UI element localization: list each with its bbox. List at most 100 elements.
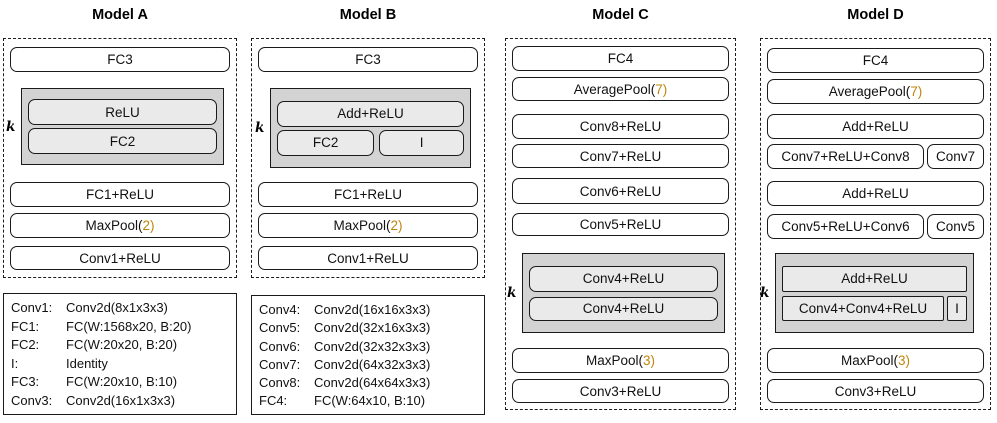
maxpool-c-kernel-size: 3) xyxy=(643,353,656,368)
legend-key: Conv3: xyxy=(11,392,53,408)
layer-box-add-relu-mid-d: Add+ReLU xyxy=(767,181,984,206)
repeat-group-b: k Add+ReLU FC2 I xyxy=(255,88,471,168)
model-d-column: Model D FC4 AveragePool(7) Add+ReLU Conv… xyxy=(760,0,991,410)
layer-box-conv6-c: Conv6+ReLU xyxy=(512,178,729,204)
layer-box-avgpool-d: AveragePool(7) xyxy=(767,79,984,104)
layer-box-fc1-b: FC1+ReLU xyxy=(258,182,478,207)
avgpool-d-kernel-size: 7) xyxy=(910,84,923,99)
layer-box-conv78-d: Conv7+ReLU+Conv8 xyxy=(767,144,924,169)
legend-key: Conv6: xyxy=(259,338,301,354)
avgpool-c-kernel-size: 7) xyxy=(655,81,668,97)
model-a-panel: FC3 k ReLU FC2 FC1+ReLU MaxPool(2) Conv1… xyxy=(3,38,237,278)
legend-value: Conv2d(16x16x3x3) xyxy=(314,302,431,317)
layer-box-relu-a: ReLU xyxy=(28,99,217,125)
layer-box-fc2-a: FC2 xyxy=(28,128,217,154)
legend-key: FC4: xyxy=(259,393,288,409)
legend-row: Conv8: Conv2d(64x64x3x3) xyxy=(259,374,477,392)
legend-box-a: Conv1:Conv2d(8x1x3x3) FC1:FC(W:1568x20, … xyxy=(3,293,237,415)
layer-box-maxpool-a: MaxPool(2) xyxy=(10,213,230,238)
maxpool-a-label: MaxPool( xyxy=(85,218,143,233)
layer-box-fc3-a: FC3 xyxy=(10,47,230,72)
repeat-count-k-label-c: k xyxy=(507,285,517,301)
residual-row-conv56-d: Conv5+ReLU+Conv6 Conv5 xyxy=(767,214,984,239)
repeat-group-box-b: Add+ReLU FC2 I xyxy=(270,88,471,168)
layer-box-conv5-skip-d: Conv5 xyxy=(927,214,984,239)
avgpool-c-label: AveragePool( xyxy=(573,81,656,97)
layer-box-identity-b: I xyxy=(379,129,464,156)
layer-box-conv4-bottom-c: Conv4+ReLU xyxy=(529,296,718,321)
layer-box-fc1-a: FC1+ReLU xyxy=(10,182,230,207)
legend-value: Conv2d(32x16x3x3) xyxy=(314,320,431,336)
layer-box-fc2-b: FC2 xyxy=(277,129,375,156)
layer-box-conv56-d: Conv5+ReLU+Conv6 xyxy=(767,214,924,239)
layer-box-conv1-a: Conv1+ReLU xyxy=(10,246,230,270)
legend-key: Conv5: xyxy=(259,320,301,336)
legend-key: I: xyxy=(11,355,19,371)
layer-box-fc4-d: FC4 xyxy=(767,48,984,73)
legend-value: Conv2d(16x1x3x3) xyxy=(66,392,176,408)
repeat-group-box-c: Conv4+ReLU Conv4+ReLU xyxy=(522,253,725,333)
repeat-group-c: k Conv4+ReLU Conv4+ReLU xyxy=(507,253,725,333)
repeat-count-k-label-d: k xyxy=(760,285,770,301)
residual-branch-row-d: Conv4+Conv4+ReLU I xyxy=(782,295,967,321)
model-b-panel: FC3 k Add+ReLU FC2 I FC1+ReLU MaxPool(2)… xyxy=(251,38,485,278)
model-d-panel: FC4 AveragePool(7) Add+ReLU Conv7+ReLU+C… xyxy=(760,38,991,410)
legend-key: Conv1: xyxy=(11,300,53,315)
legend-value: Conv2d(64x32x3x3) xyxy=(314,356,431,372)
layer-box-add-relu-b: Add+ReLU xyxy=(277,100,464,127)
layer-box-maxpool-c: MaxPool(3) xyxy=(512,348,729,373)
legend-row: Conv5: Conv2d(32x16x3x3) xyxy=(259,319,477,337)
legend-row: I:Identity xyxy=(11,355,229,374)
layer-box-maxpool-d: MaxPool(3) xyxy=(767,348,984,373)
layer-box-conv7-c: Conv7+ReLU xyxy=(512,144,729,168)
layer-box-conv3-c: Conv3+ReLU xyxy=(512,379,729,403)
legend-key: Conv8: xyxy=(259,375,301,391)
legend-row: Conv6:Conv2d(32x32x3x3) xyxy=(259,338,477,356)
layer-box-fc3-b: FC3 xyxy=(258,47,478,72)
legend-value: FC(W:20x20, B:20) xyxy=(66,337,178,353)
residual-row-conv78-d: Conv7+ReLU+Conv8 Conv7 xyxy=(767,144,984,169)
layer-box-identity-d: I xyxy=(947,295,967,321)
model-c-panel: FC4 AveragePool(7) Conv8+ReLU Conv7+ReLU… xyxy=(505,38,736,410)
layer-box-maxpool-b: MaxPool(2) xyxy=(258,213,478,238)
legend-value: Conv2d(8x1x3x3) xyxy=(66,300,168,315)
legend-key: Conv4: xyxy=(259,302,301,317)
repeat-group-a: k ReLU FC2 xyxy=(6,88,224,165)
layer-box-conv8-c: Conv8+ReLU xyxy=(512,114,729,139)
layer-box-conv7-skip-d: Conv7 xyxy=(927,144,984,169)
layer-box-conv4-top-c: Conv4+ReLU xyxy=(529,265,718,292)
layer-box-conv44-d: Conv4+Conv4+ReLU xyxy=(782,295,944,321)
legend-key: FC3: xyxy=(11,374,40,390)
residual-branch-row-b: FC2 I xyxy=(277,129,464,156)
legend-key: Conv7: xyxy=(259,356,301,372)
layer-box-fc4-c: FC4 xyxy=(512,46,729,71)
repeat-count-k-label-a: k xyxy=(6,118,16,135)
legend-row: Conv1: Conv2d(8x1x3x3) xyxy=(11,299,229,318)
maxpool-a-kernel-size: 2) xyxy=(142,218,155,233)
model-a-column: Model A FC3 k ReLU FC2 FC1+ReLU MaxPool(… xyxy=(3,0,237,415)
legend-row: Conv3: Conv2d(16x1x3x3) xyxy=(11,392,229,411)
legend-row: FC2: FC(W:20x20, B:20) xyxy=(11,336,229,355)
legend-row: FC4: FC(W:64x10, B:10) xyxy=(259,392,477,410)
legend-row: Conv4: Conv2d(16x16x3x3) xyxy=(259,301,477,319)
layer-box-avgpool-c: AveragePool(7) xyxy=(512,77,729,101)
layer-box-conv1-b: Conv1+ReLU xyxy=(258,246,478,270)
maxpool-d-kernel-size: 3) xyxy=(898,353,911,368)
layer-box-conv5-c: Conv5+ReLU xyxy=(512,213,729,236)
model-b-title: Model B xyxy=(339,7,397,23)
repeat-group-d: k Add+ReLU Conv4+Conv4+ReLU I xyxy=(760,253,974,333)
repeat-group-box-d: Add+ReLU Conv4+Conv4+ReLU I xyxy=(775,253,974,333)
legend-row: Conv7: Conv2d(64x32x3x3) xyxy=(259,356,477,374)
repeat-count-k-label-b: k xyxy=(255,120,265,136)
model-c-column: Model C FC4 AveragePool(7) Conv8+ReLU Co… xyxy=(505,0,736,410)
layer-box-add-relu-top-d: Add+ReLU xyxy=(767,114,984,139)
legend-value: FC(W:64x10, B:10) xyxy=(314,393,426,409)
legend-key: FC2: xyxy=(11,337,40,353)
legend-value: FC(W:1568x20, B:20) xyxy=(66,318,192,334)
avgpool-d-label: AveragePool( xyxy=(828,84,911,99)
maxpool-b-label: MaxPool( xyxy=(333,218,391,233)
layer-box-add-relu-group-d: Add+ReLU xyxy=(782,265,967,292)
legend-value: FC(W:20x10, B:10) xyxy=(66,374,178,390)
legend-value: Conv2d(64x64x3x3) xyxy=(314,375,431,391)
